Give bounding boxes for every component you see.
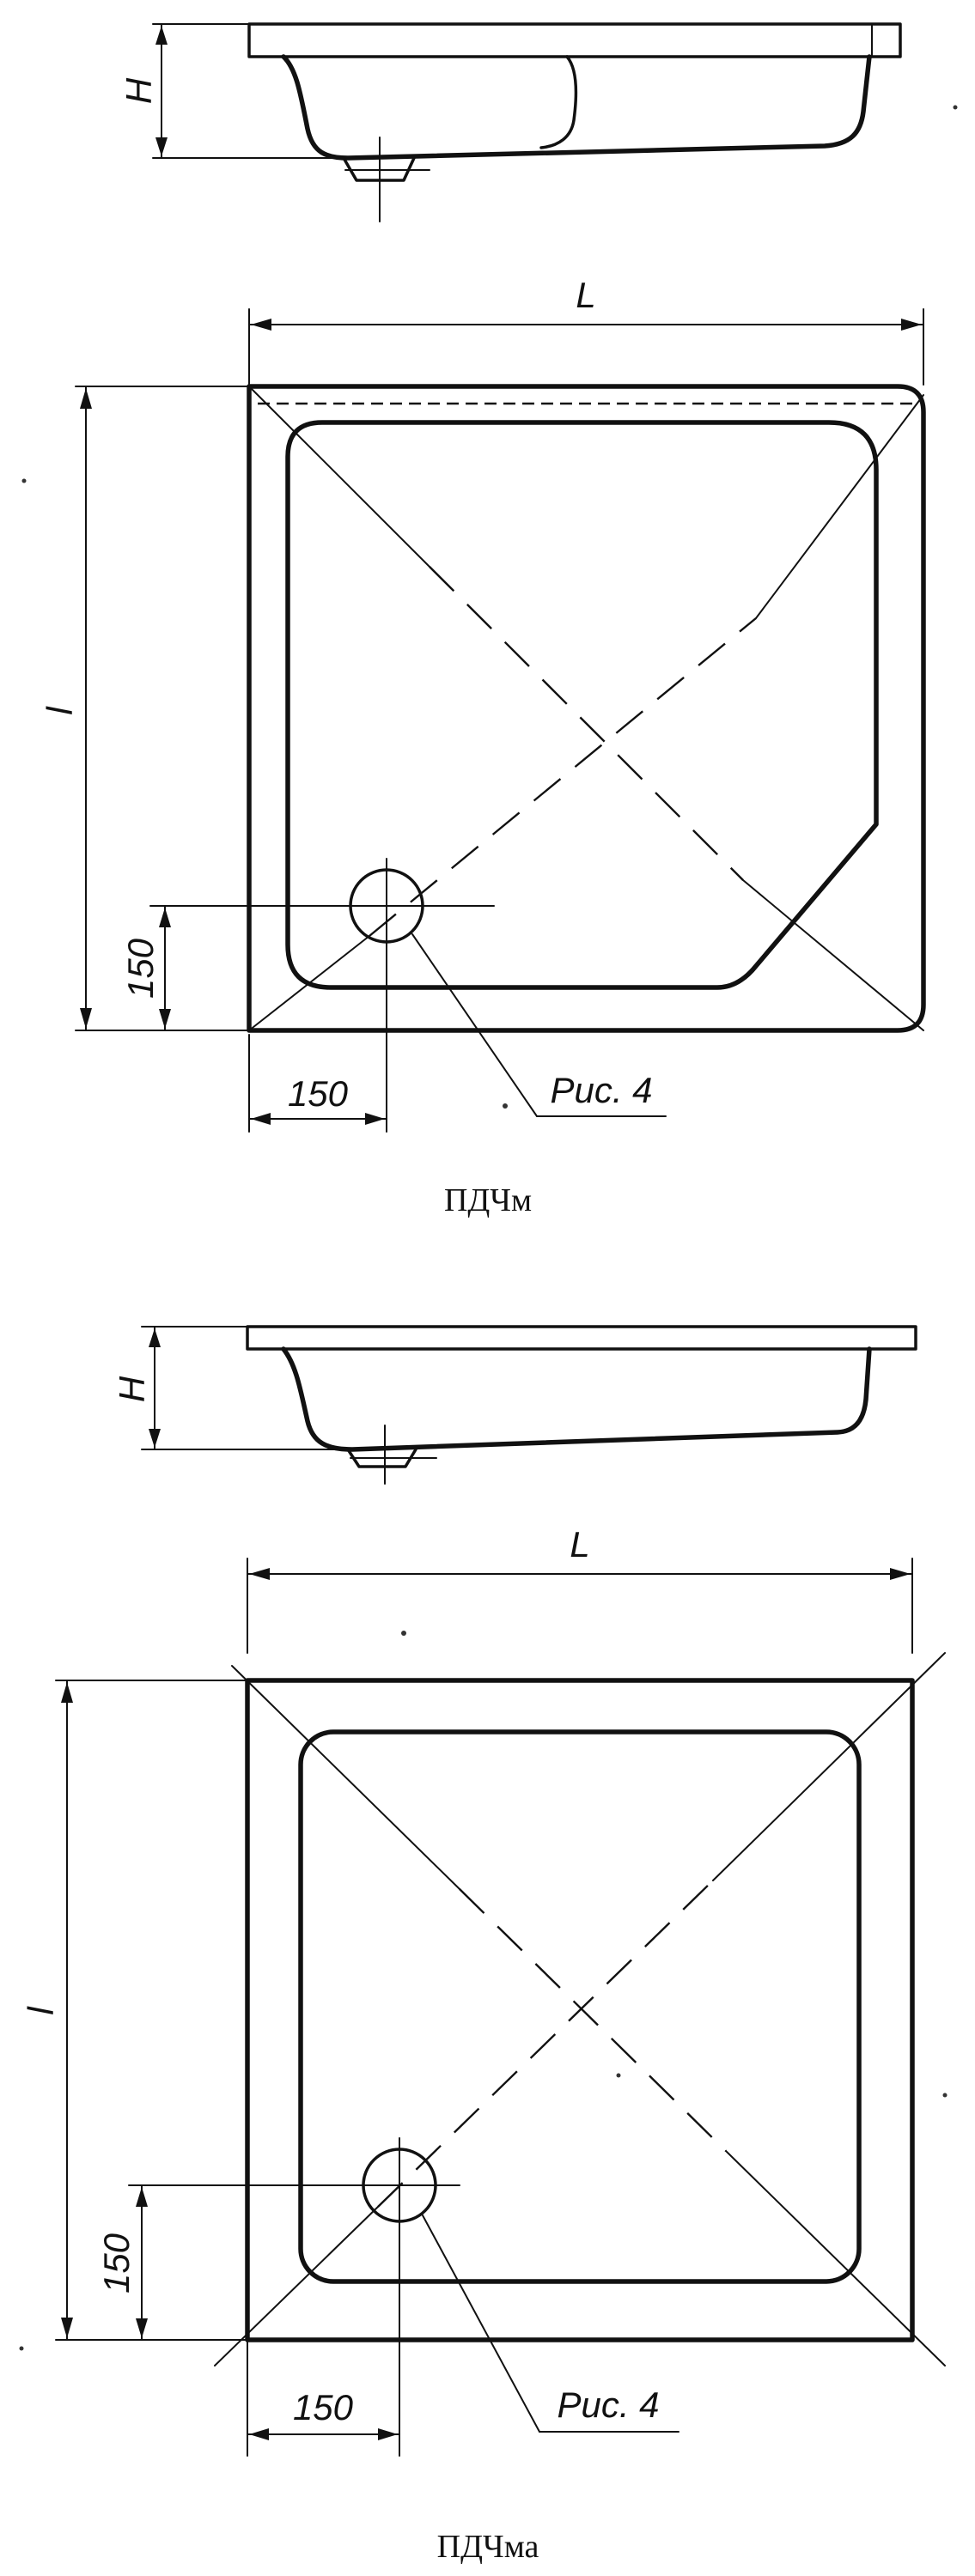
tray-2-width-label: l (21, 2006, 61, 2015)
tray-2-inner-bowl (298, 1729, 862, 2284)
tray-1-offset-y-label: 150 (120, 938, 161, 999)
tray-1-caption: ПДЧм (444, 1182, 532, 1218)
tray-2-callout-leader (422, 2215, 540, 2433)
tray-1-inner-bowl (285, 420, 879, 990)
tray-1-callout-label: Рис. 4 (550, 1070, 652, 1110)
tray-1-plan-view: L l 150 150 (40, 275, 926, 1133)
tray-2-offset-x-label: 150 (293, 2387, 354, 2427)
tray-2-plan-view: L l 150 150 (21, 1524, 946, 2457)
tray-2-outer-rim (245, 1678, 915, 2342)
tray-1-width-label: l (40, 706, 80, 715)
tray-2-length-label: L (570, 1524, 589, 1564)
tray-1-side-view: H (119, 22, 902, 222)
tray-1-rim (247, 22, 902, 58)
tray-2-rim (246, 1325, 917, 1351)
tray-1-outer-rim (247, 384, 926, 1033)
tray-2-caption: ПДЧма (437, 2529, 539, 2565)
tray-1-bowl (281, 54, 872, 161)
tray-2-offset-y-label: 150 (96, 2233, 137, 2293)
tray-2-bowl (281, 1346, 872, 1452)
tray-1-callout-leader (411, 933, 538, 1117)
tray-1-length-label: L (576, 275, 595, 315)
tray-2-height-label: H (112, 1376, 152, 1402)
tray-2-side-view: H (112, 1325, 917, 1485)
tray-1-height-label: H (119, 77, 159, 104)
tray-2-callout-label: Рис. 4 (557, 2385, 659, 2425)
tray-1-offset-x-label: 150 (288, 1073, 349, 1114)
